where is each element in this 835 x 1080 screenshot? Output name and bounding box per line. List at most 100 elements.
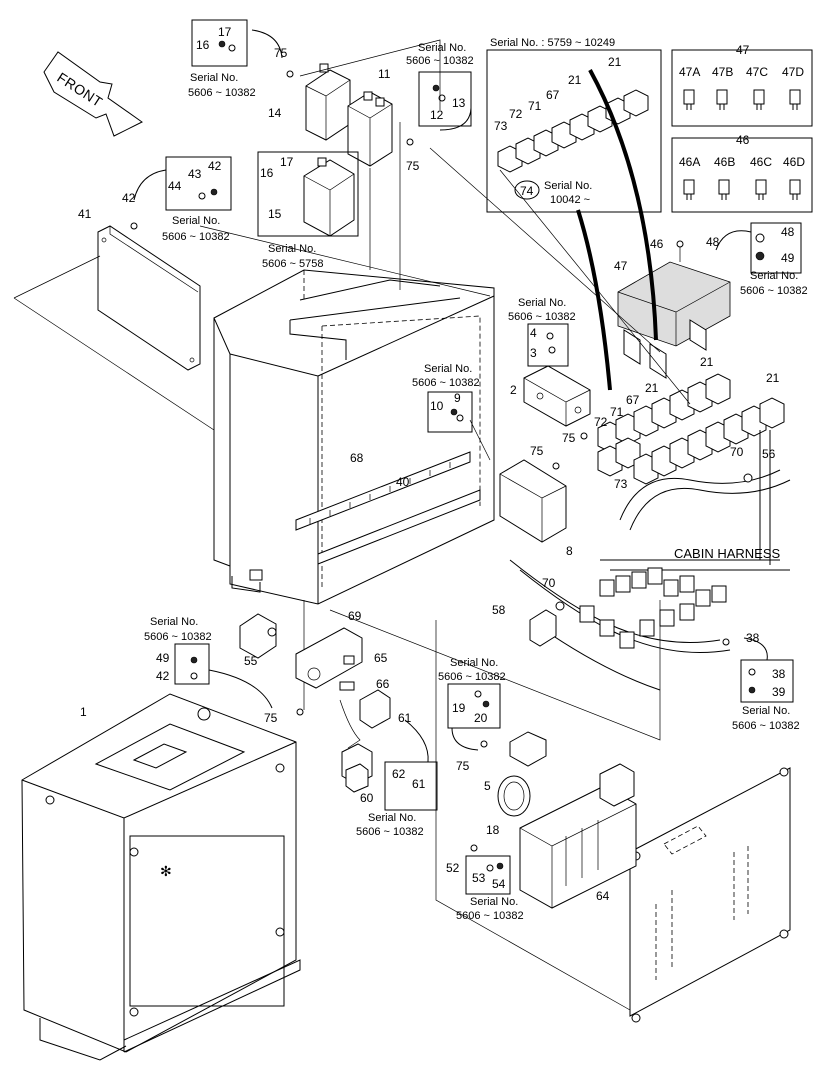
rail-68: [295, 451, 471, 531]
electrical-box-1: ✻: [21, 693, 301, 1061]
serial-box-42-49: [174, 643, 273, 709]
callout-41: 41: [78, 207, 92, 221]
callout-42: 42: [156, 669, 170, 683]
serial-range: 5606 ~ 10382: [356, 826, 424, 838]
callout-67: 67: [546, 88, 560, 102]
callout-68: 68: [350, 451, 364, 465]
callout-15: 15: [268, 207, 282, 221]
callout-21: 21: [766, 371, 780, 385]
callout-58: 58: [492, 603, 506, 617]
callout-55: 55: [244, 654, 258, 668]
callout-38: 38: [772, 667, 786, 681]
callout-75: 75: [530, 444, 544, 458]
callout-46D: 46D: [783, 155, 805, 169]
callout-8: 8: [566, 544, 573, 558]
relay-66: [339, 689, 391, 749]
serial-box-61-62: [384, 719, 438, 811]
callout-71: 71: [528, 99, 542, 113]
serial-range: 5606 ~ 10382: [144, 631, 212, 643]
callout-47A: 47A: [679, 65, 700, 79]
relay-5: [509, 731, 547, 767]
callout-65: 65: [374, 651, 388, 665]
fuse-inset-46: [671, 137, 813, 213]
callout-62: 62: [392, 767, 406, 781]
callout-49: 49: [156, 651, 170, 665]
callout-18: 18: [486, 823, 500, 837]
cabin-harness: [509, 430, 791, 691]
bracket-69: [295, 627, 363, 691]
serial-box-9-10: [427, 391, 473, 433]
serial-box-42-44: [133, 156, 232, 211]
serial-label: Serial No.: [268, 243, 316, 255]
callout-75: 75: [406, 159, 420, 173]
callout-75: 75: [274, 46, 288, 60]
callout-19: 19: [452, 701, 466, 715]
vent-mark: ✻: [160, 863, 172, 879]
callout-16: 16: [196, 38, 210, 52]
callout-47D: 47D: [782, 65, 804, 79]
callout-12: 12: [430, 108, 444, 122]
callout-47C: 47C: [746, 65, 768, 79]
serial-box-3-4: [527, 323, 569, 367]
callout-69: 69: [348, 609, 362, 623]
serial-box-15-16-17: [257, 151, 359, 237]
fuse-47A: [683, 89, 695, 110]
serial-label: Serial No.: [172, 215, 220, 227]
callout-11: 11: [378, 67, 391, 81]
callout-46A: 46A: [679, 155, 700, 169]
callout-49: 49: [781, 251, 795, 265]
callout-71: 71: [610, 405, 624, 419]
callouts: 17 16 Serial No. 5606 ~ 10382 75 14 11 S…: [78, 25, 808, 922]
callout-66: 66: [376, 677, 390, 691]
cabin-harness-label: CABIN HARNESS: [674, 546, 781, 561]
callout-20: 20: [474, 711, 488, 725]
fuse-46A: [683, 179, 695, 200]
callout-72: 72: [509, 107, 523, 121]
serial-range: 5606 ~ 10382: [162, 231, 230, 243]
main-enclosure: [213, 269, 495, 605]
serial-label: Serial No. : 5759 ~ 10249: [490, 37, 615, 49]
module-8: [499, 459, 567, 543]
callout-61: 61: [398, 711, 412, 725]
callout-17: 17: [280, 155, 294, 169]
serial-range: 5606 ~ 10382: [508, 311, 576, 323]
callout-42: 42: [208, 159, 222, 173]
relay-row-upper: [597, 373, 731, 453]
callout-70: 70: [730, 445, 744, 459]
callout-17: 17: [218, 25, 232, 39]
callout-10: 10: [430, 399, 444, 413]
serial-box-16-17: [191, 19, 283, 67]
rail-40: [317, 489, 481, 565]
callout-40: 40: [396, 475, 410, 489]
serial-box-38-39: [740, 637, 794, 703]
relay-box-14: [305, 63, 351, 141]
callout-47B: 47B: [712, 65, 733, 79]
callout-72: 72: [594, 415, 608, 429]
callout-73: 73: [494, 119, 508, 133]
gauge-18: [497, 775, 531, 817]
switch-55: [239, 613, 277, 659]
callout-39: 39: [772, 685, 786, 699]
relay-row-inset: [497, 89, 649, 173]
serial-range: 5606 ~ 10382: [188, 87, 256, 99]
serial-label: Serial No.: [544, 180, 592, 192]
callout-3: 3: [530, 346, 537, 360]
serial-label: Serial No.: [450, 657, 498, 669]
callout-75: 75: [456, 759, 470, 773]
screws-misc: [130, 70, 753, 852]
callout-48: 48: [706, 235, 720, 249]
serial-box-12-13: [418, 71, 472, 131]
harness-connectors: [579, 567, 727, 649]
callout-4: 4: [530, 326, 537, 340]
callout-46: 46: [650, 237, 664, 251]
callout-56: 56: [762, 447, 776, 461]
serial-label: Serial No.: [150, 616, 198, 628]
relay-inset-frame: [486, 49, 662, 213]
fuse-46C: [755, 179, 767, 200]
callout-43: 43: [188, 167, 202, 181]
callout-47: 47: [736, 43, 750, 57]
serial-range: 5606 ~ 10382: [438, 671, 506, 683]
serial-range: 10042 ~: [550, 194, 590, 206]
